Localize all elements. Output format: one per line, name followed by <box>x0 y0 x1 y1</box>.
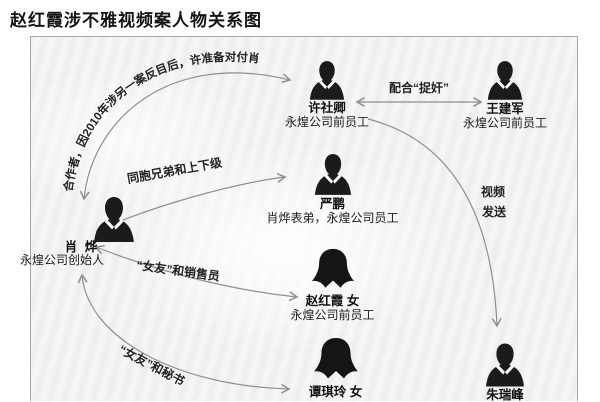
person-zhu-ruifeng: 朱瑞峰 <box>443 342 567 402</box>
person-zhao-hongxia: 赵红霞 女 永煌公司前员工 <box>270 247 395 323</box>
person-name: 许社卿 <box>308 101 346 115</box>
person-xu-sheqing: 许社卿 永煌公司前员工 <box>268 60 386 130</box>
person-desc: 永煌公司前员工 <box>284 115 369 130</box>
person-name: 肖 烨 <box>64 240 100 254</box>
male-avatar-icon <box>487 59 523 101</box>
person-desc: 肖烨表弟，永煌公司员工 <box>266 211 399 226</box>
male-avatar-icon <box>485 342 525 387</box>
female-avatar-icon <box>310 336 362 384</box>
person-name: 朱瑞峰 <box>486 388 524 402</box>
person-desc: 永煌公司创始人 <box>19 253 104 267</box>
person-tan-qiling: 谭琪玲 女 <box>273 336 398 399</box>
male-avatar-icon <box>314 152 352 196</box>
person-name: 严鹏 <box>319 197 345 211</box>
person-name: 谭琪玲 女 <box>308 385 363 399</box>
person-desc: 永煌公司前员工 <box>290 308 375 323</box>
person-yan-peng: 严鹏 肖烨表弟，永煌公司员工 <box>250 152 415 226</box>
female-avatar-icon <box>308 247 358 293</box>
person-name: 王建军 <box>486 102 524 116</box>
male-avatar-icon <box>309 60 345 100</box>
person-wang-jianjun: 王建军 永煌公司前员工 <box>446 59 564 131</box>
person-desc: 永煌公司前员工 <box>462 116 547 131</box>
page-title: 赵红霞涉不雅视频案人物关系图 <box>10 11 262 30</box>
person-name: 赵红霞 女 <box>305 294 360 308</box>
